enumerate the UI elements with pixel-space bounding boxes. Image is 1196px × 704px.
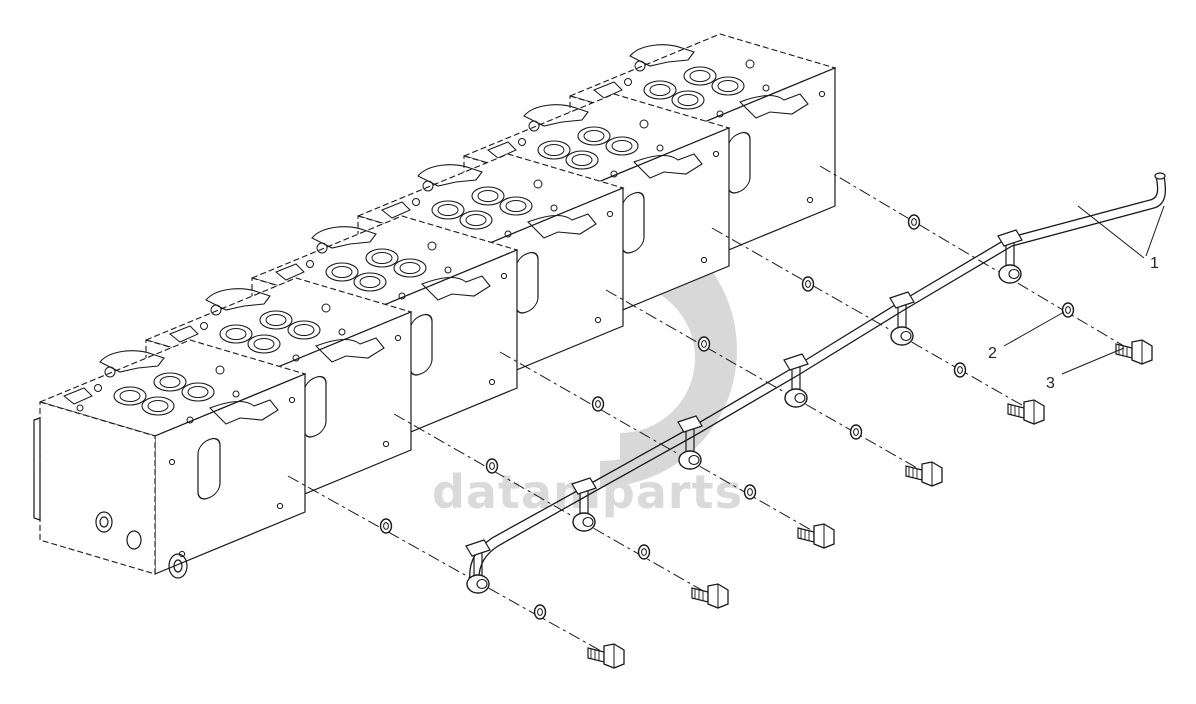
washer-head-3 xyxy=(591,396,605,412)
washer-bolt-1 xyxy=(533,604,547,620)
callout-1-label: 1 xyxy=(1150,255,1159,272)
callout-1-leader xyxy=(1145,205,1165,257)
washer-head-2 xyxy=(485,458,499,474)
callout-1-leader-c xyxy=(1077,205,1145,259)
washer-bolt-2 xyxy=(637,544,651,560)
callout-2: 2 xyxy=(988,311,1065,362)
washer-head-4 xyxy=(697,336,711,352)
callout-3: 3 xyxy=(1046,347,1125,392)
banjo-bolt-4 xyxy=(905,461,943,487)
callout-3-label: 3 xyxy=(1046,375,1055,392)
washer-head-5 xyxy=(801,276,815,292)
banjo-connector-5 xyxy=(889,291,915,346)
banjo-connector-1 xyxy=(465,539,491,594)
washer-bolt-3 xyxy=(743,484,757,500)
cylinder-head-1 xyxy=(39,339,306,575)
assembly-lines xyxy=(287,165,1135,657)
cylinder-head-end-ports xyxy=(33,417,188,579)
banjo-bolt-6 xyxy=(1115,339,1153,365)
watermark-text: datamparts xyxy=(432,465,743,519)
callout-2-label: 2 xyxy=(988,345,997,362)
callout-1: 1 xyxy=(1077,205,1165,272)
washer-head-6 xyxy=(907,214,921,230)
banjo-bolt-3 xyxy=(797,523,835,549)
washer-bolt-6 xyxy=(1061,302,1075,318)
callout-3-leader xyxy=(1061,347,1125,375)
banjo-bolt-1 xyxy=(587,643,625,669)
banjo-bolt-5 xyxy=(1007,399,1045,425)
callout-2-leader xyxy=(1003,311,1065,347)
banjo-connector-6 xyxy=(997,229,1023,284)
washer-head-1 xyxy=(379,518,393,534)
washer-bolt-5 xyxy=(953,362,967,378)
washer-bolt-4 xyxy=(849,424,863,440)
